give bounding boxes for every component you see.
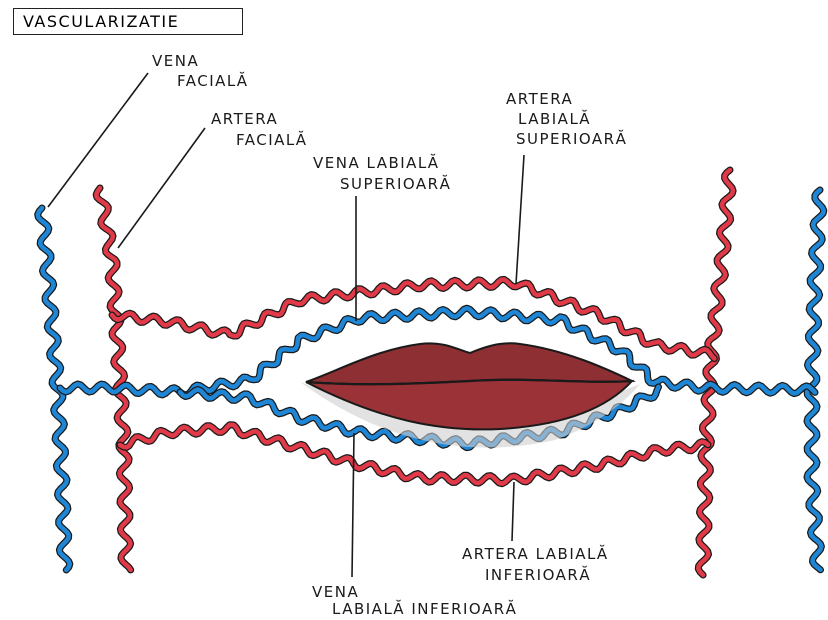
title-box: VASCULARIZATIE <box>13 8 243 35</box>
leader-artera-labiala-superioara <box>516 155 524 284</box>
leader-vena-labiala-inferioara <box>352 433 354 577</box>
label-vena-labiala-superioara-1: VENA LABIALĂ <box>313 154 440 172</box>
label-artera-faciala-2: FACIALĂ <box>236 131 308 149</box>
label-artera-labiala-superioara-3: SUPERIOARĂ <box>516 130 627 148</box>
leader-artera-faciala <box>118 128 205 248</box>
label-artera-labiala-superioara-2: LABIALĂ <box>518 110 591 128</box>
label-artera-labiala-superioara-1: ARTERA <box>506 90 573 108</box>
right-facial-artery-outline <box>698 170 733 575</box>
label-artera-labiala-inferioara-1: ARTERA LABIALĂ <box>462 545 609 563</box>
leader-artera-labiala-inferioara <box>512 482 514 541</box>
label-vena-labiala-superioara-2: SUPERIOARĂ <box>340 175 451 193</box>
label-vena-labiala-inferioara-2: LABIALĂ INFERIOARĂ <box>332 600 517 618</box>
label-vena-labiala-inferioara-1: VENA <box>312 583 359 601</box>
page-title: VASCULARIZATIE <box>23 12 179 31</box>
label-vena-faciala-2: FACIALĂ <box>177 72 249 90</box>
right-facial-vein <box>807 190 824 570</box>
label-artera-labiala-inferioara-2: INFERIOARĂ <box>485 566 591 584</box>
label-vena-faciala-1: VENA <box>152 52 199 70</box>
label-artera-faciala-1: ARTERA <box>211 110 278 128</box>
upper-lip <box>306 343 632 384</box>
